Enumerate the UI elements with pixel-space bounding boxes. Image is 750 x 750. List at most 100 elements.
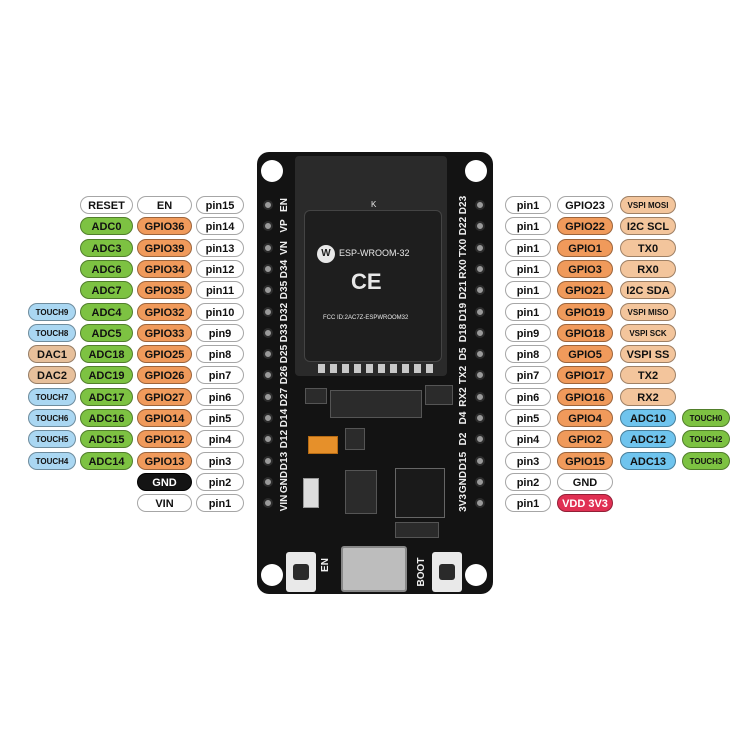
left-pin-label: pin6 [196, 387, 244, 406]
right-header-pin [475, 242, 485, 253]
left-silkscreen-label: VIN [279, 494, 290, 512]
micro-usb-port[interactable] [341, 546, 407, 592]
left-pin-label: RESET [80, 196, 133, 214]
mounting-hole [261, 564, 283, 586]
right-pin-label: pin1 [505, 281, 551, 300]
right-pin-label: pin1 [505, 302, 551, 321]
left-pin-label: GPIO12 [137, 430, 192, 449]
left-header-pin [263, 349, 273, 360]
left-pin-label: ADC4 [80, 302, 133, 321]
left-header-pin [263, 391, 273, 402]
module-pad [354, 364, 361, 373]
left-pin-label: TOUCH7 [28, 387, 76, 406]
module-pad [378, 364, 385, 373]
mounting-hole [261, 160, 283, 182]
right-pin-label: VSPI SS [620, 345, 676, 364]
right-pin-label: GPIO22 [557, 217, 613, 236]
component-row [330, 390, 422, 418]
right-pin-label: GPIO15 [557, 451, 613, 470]
right-pin-label: ADC12 [620, 430, 676, 449]
module-pad [402, 364, 409, 373]
left-pin-label: GPIO26 [137, 366, 192, 385]
module-pad [426, 364, 433, 373]
en-button-label: EN [320, 558, 331, 572]
right-header-pin [475, 370, 485, 381]
right-pin-label: TOUCH0 [682, 409, 730, 427]
usb-uart-chip [395, 468, 445, 518]
component [303, 478, 319, 508]
right-pin-label: pin9 [505, 323, 551, 342]
module-pad [390, 364, 397, 373]
right-pin-label: GPIO17 [557, 366, 613, 385]
voltage-regulator [345, 470, 377, 514]
left-pin-label: GND [137, 472, 192, 491]
right-pin-label: TOUCH2 [682, 430, 730, 449]
left-pin-label: pin13 [196, 238, 244, 257]
left-pin-label: pin10 [196, 302, 244, 321]
right-pin-label: GPIO4 [557, 409, 613, 427]
right-header-pin [475, 306, 485, 317]
left-header-pin [263, 327, 273, 338]
right-pin-label: pin1 [505, 217, 551, 236]
left-pin-label: TOUCH8 [28, 323, 76, 342]
right-pin-label: VDD 3V3 [557, 494, 613, 513]
left-header-pin [263, 263, 273, 274]
right-header-pin [475, 200, 485, 210]
left-pin-label: TOUCH6 [28, 409, 76, 427]
right-pin-label: pin4 [505, 430, 551, 449]
left-pin-label: GPIO32 [137, 302, 192, 321]
right-pin-label: GPIO21 [557, 281, 613, 300]
right-pin-label: TX2 [620, 366, 676, 385]
right-pin-label: TX0 [620, 238, 676, 257]
boot-button[interactable] [432, 552, 462, 592]
left-pin-label: TOUCH5 [28, 430, 76, 449]
en-button[interactable] [286, 552, 316, 592]
left-pin-label: ADC18 [80, 345, 133, 364]
left-pin-label: pin7 [196, 366, 244, 385]
left-pin-label: pin4 [196, 430, 244, 449]
left-pin-label: ADC15 [80, 430, 133, 449]
tantalum-capacitor [308, 436, 338, 454]
right-pin-label: pin1 [505, 238, 551, 257]
left-header-pin [263, 370, 273, 381]
left-pin-label: GPIO25 [137, 345, 192, 364]
right-header-pin [475, 391, 485, 402]
boot-button-label: BOOT [416, 557, 427, 587]
mounting-hole [465, 160, 487, 182]
left-pin-label: GPIO36 [137, 217, 192, 236]
right-pin-label: GND [557, 472, 613, 491]
left-pin-label: GPIO39 [137, 238, 192, 257]
left-pin-label: VIN [137, 494, 192, 513]
right-pin-label: pin1 [505, 196, 551, 214]
right-pin-label: GPIO18 [557, 323, 613, 342]
left-pin-label: pin2 [196, 472, 244, 491]
left-pin-label: pin5 [196, 409, 244, 427]
ce-mark: CE [351, 269, 382, 294]
module-k-mark: K [371, 200, 377, 209]
left-pin-label: ADC7 [80, 281, 133, 300]
left-header-pin [263, 476, 273, 487]
right-pin-label: pin3 [505, 451, 551, 470]
left-pin-label: ADC17 [80, 387, 133, 406]
right-pin-label: GPIO3 [557, 259, 613, 278]
left-pin-label: ADC6 [80, 259, 133, 278]
right-header-pin [475, 498, 485, 509]
left-pin-label: ADC19 [80, 366, 133, 385]
right-pin-label: pin7 [505, 366, 551, 385]
right-header-pin [475, 349, 485, 360]
right-header-pin [475, 285, 485, 296]
left-pin-label: pin14 [196, 217, 244, 236]
right-pin-label: pin6 [505, 387, 551, 406]
component [395, 522, 439, 538]
left-header-pin [263, 200, 273, 210]
module-pad [330, 364, 337, 373]
right-pin-label: VSPI MOSI [620, 196, 676, 214]
right-header-pin [475, 413, 485, 423]
left-pin-label: DAC2 [28, 366, 76, 385]
left-pin-label: pin15 [196, 196, 244, 214]
wifi-logo-icon: W [317, 245, 335, 263]
right-pin-label: GPIO5 [557, 345, 613, 364]
left-pin-label: ADC16 [80, 409, 133, 427]
module-pad [318, 364, 325, 373]
